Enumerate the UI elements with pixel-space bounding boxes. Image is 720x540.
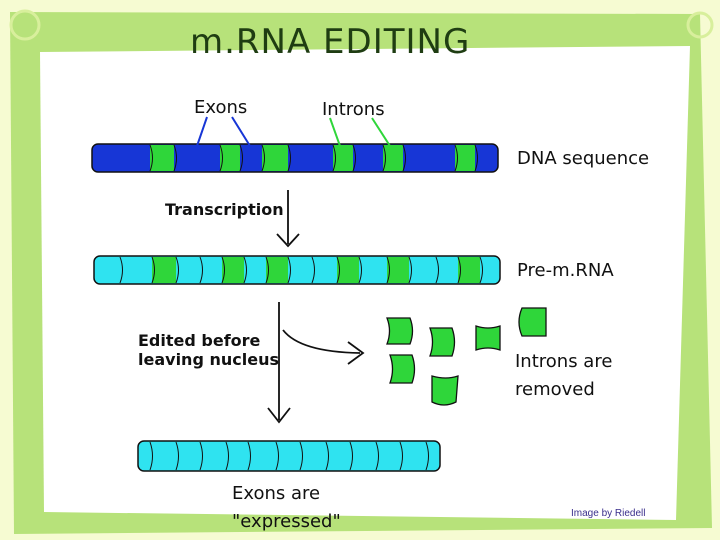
page-title: m.RNA EDITING [190, 22, 471, 62]
introns-removed-label-line1: Introns are [515, 351, 613, 372]
introns-removed-arrow [282, 329, 365, 365]
dna-intron-segment [150, 145, 174, 171]
introns-pointer-lines [329, 117, 391, 147]
exons-expressed-label-line2: "expressed" [232, 511, 341, 532]
removed-intron-piece [429, 327, 456, 357]
decorative-swirl [686, 11, 714, 39]
image-credit: Image by Riedell [571, 508, 646, 519]
dna-intron-segment [455, 145, 475, 171]
pre-mrna-intron-segment [152, 257, 176, 283]
pre-mrna-intron-segment [458, 257, 480, 283]
editing-arrow [267, 302, 291, 424]
removed-intron-piece [386, 317, 414, 345]
pre-mrna-label: Pre-m.RNA [517, 260, 614, 281]
pre-mrna-bar [93, 255, 501, 285]
dna-intron-segment [333, 145, 353, 171]
introns-label: Introns [322, 99, 385, 120]
removed-introns [386, 307, 547, 406]
pre-mrna-intron-segment [266, 257, 288, 283]
transcription-label: Transcription [165, 200, 284, 219]
pre-mrna-intron-segment [337, 257, 359, 283]
removed-intron-piece [389, 354, 416, 384]
mrna-segment-dividers [149, 441, 429, 471]
exons-label: Exons [194, 97, 248, 118]
edited-label-line1: Edited before [138, 331, 261, 350]
exons-expressed-label-line1: Exons are [232, 483, 321, 504]
exons-pointer-lines [196, 116, 251, 147]
introns-removed-label-line2: removed [515, 379, 595, 400]
dna-segment-dividers [149, 144, 478, 172]
edited-label-line2: leaving nucleus [138, 350, 279, 369]
decorative-swirl [9, 9, 41, 41]
dna-intron-segment [383, 145, 403, 171]
removed-intron-piece [518, 307, 547, 337]
removed-intron-piece [475, 325, 501, 351]
pre-mrna-segment-dividers [119, 256, 483, 284]
dna-sequence-bar [91, 143, 499, 173]
pre-mrna-intron-segment [222, 257, 244, 283]
removed-intron-piece [431, 375, 459, 406]
dna-intron-segment [262, 145, 288, 171]
mrna-bar [137, 440, 441, 472]
dna-intron-segment [220, 145, 240, 171]
dna-sequence-label: DNA sequence [517, 148, 650, 169]
mrna-exon-segment [137, 440, 441, 472]
pre-mrna-intron-segment [387, 257, 409, 283]
transcription-arrow [276, 190, 300, 248]
